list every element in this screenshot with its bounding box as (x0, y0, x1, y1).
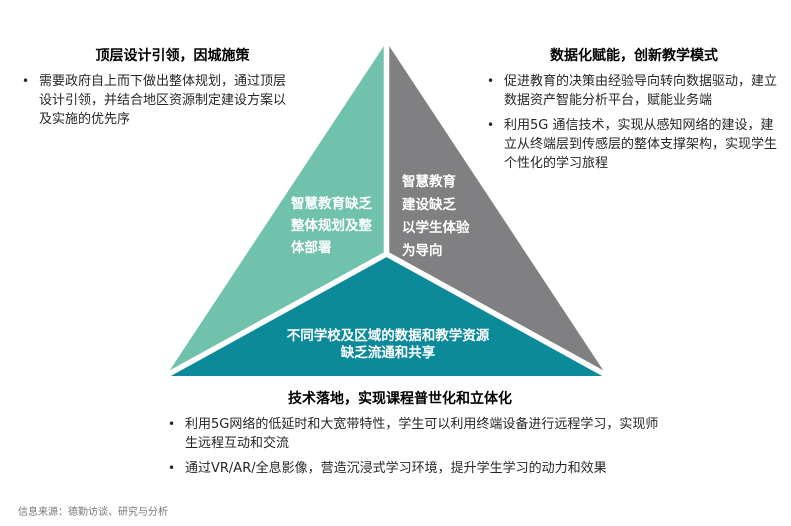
section-title-bottom: 技术落地，实现课程普世化和立体化 (288, 391, 512, 407)
triangle-left-segment (166, 42, 387, 376)
triangle-label-left: 智慧教育缺乏 整体规划及整 体部署 (291, 196, 372, 256)
bullet-text: 促进教育的决策由经验导向转向数据驱动，建立数据资产智能分析平台，赋能业务端 (504, 74, 778, 108)
divider-line-bottom-right (385, 251, 619, 384)
triangle-label-right: 智慧教育 建设缺乏 以学生体验 为导向 (402, 174, 470, 259)
bullet-item: • 需要政府自上而下做出整体规划，通过顶层设计引领，并结合地区资源制定建设方案以… (22, 72, 296, 129)
bullet-item: • 利用5G 通信技术，实现从感知网络的建设，建立从终端层到传感层的整体支撑架构… (487, 116, 779, 173)
section-title-top-right: 数据化赋能，创新教学模式 (550, 48, 718, 64)
bullet-icon: • (168, 417, 176, 431)
bullet-item: • 促进教育的决策由经验导向转向数据驱动，建立数据资产智能分析平台，赋能业务端 (487, 72, 779, 110)
bullet-icon: • (487, 74, 495, 88)
bullet-item: • 通过VR/AR/全息影像，营造沉浸式学习环境，提升学生学习的动力和效果 (168, 459, 665, 478)
triangle-right-segment (386, 42, 607, 376)
bullet-text: 利用5G网络的低延时和大宽带特性，学生可以利用终端设备进行远程学习，实现师生远程… (185, 417, 659, 451)
section-bullets-bottom: • 利用5G网络的低延时和大宽带特性，学生可以利用终端设备进行远程学习，实现师生… (168, 415, 665, 484)
section-title-top-left: 顶层设计引领，因城施策 (95, 48, 250, 64)
triangle-label-bottom: 不同学校及区域的数据和教学资源 缺乏流通和共享 (286, 328, 490, 361)
section-bullets-top-right: • 促进教育的决策由经验导向转向数据驱动，建立数据资产智能分析平台，赋能业务端 … (487, 72, 779, 179)
section-bullets-top-left: • 需要政府自上而下做出整体规划，通过顶层设计引领，并结合地区资源制定建设方案以… (22, 72, 296, 135)
bullet-item: • 利用5G网络的低延时和大宽带特性，学生可以利用终端设备进行远程学习，实现师生… (168, 415, 665, 453)
bullet-text: 需要政府自上而下做出整体规划，通过顶层设计引领，并结合地区资源制定建设方案以及实… (39, 74, 287, 127)
bullet-text: 通过VR/AR/全息影像，营造沉浸式学习环境，提升学生学习的动力和效果 (185, 461, 607, 476)
source-note: 信息来源：德勤访谈、研究与分析 (18, 507, 168, 518)
bullet-icon: • (168, 461, 176, 475)
bullet-text: 利用5G 通信技术，实现从感知网络的建设，建立从终端层到传感层的整体支撑架构，实… (504, 118, 778, 171)
triangle-bottom-segment (166, 254, 607, 376)
bullet-icon: • (22, 74, 30, 88)
bullet-icon: • (487, 118, 495, 132)
divider-line-bottom-left (154, 251, 388, 384)
